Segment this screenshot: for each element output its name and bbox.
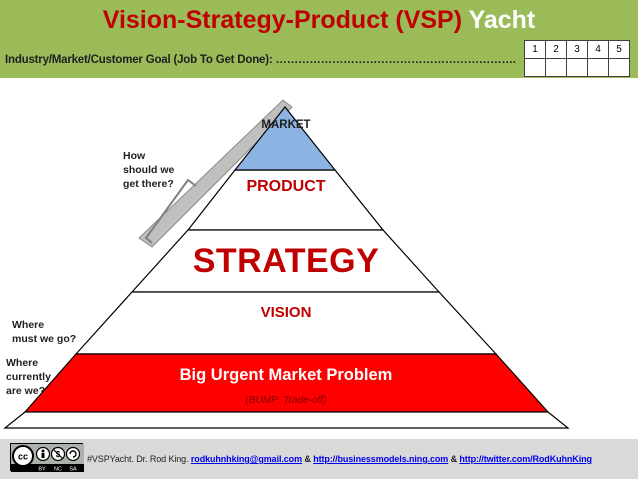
level-base <box>3 411 570 429</box>
page-title: Vision-Strategy-Product (VSP) Yacht <box>0 4 638 36</box>
label-bump: (BUMP: Trade-off) <box>245 395 327 406</box>
footer-bar: cc $ BY NC SA #VSPYacht. Dr. Rod King. r… <box>0 439 638 479</box>
title-suffix: Yacht <box>468 6 536 34</box>
label-market: MARKET <box>261 119 311 131</box>
footer-sep-1: & <box>301 454 314 464</box>
note-where-must: Where must we go? <box>12 319 77 345</box>
footer-sep-2: & <box>448 454 460 464</box>
footer-email-link[interactable]: rodkuhnhking@gmail.com <box>190 454 302 464</box>
note-how: How should we get there? <box>123 150 175 190</box>
note-where-currently: Where currently are we? <box>6 357 51 397</box>
svg-text:cc: cc <box>18 452 28 462</box>
svg-text:SA: SA <box>69 467 77 473</box>
rating-box-5[interactable] <box>608 58 630 77</box>
title-main: Vision-Strategy-Product (VSP) <box>102 6 463 34</box>
label-vision: VISION <box>260 304 312 321</box>
goal-label: Industry/Market/Customer Goal (Job To Ge… <box>5 54 516 66</box>
bracket-shadow <box>138 99 293 248</box>
cc-license-icon[interactable]: cc $ BY NC SA <box>10 443 84 472</box>
level-vision <box>74 291 498 355</box>
label-problem: Big Urgent Market Problem <box>179 366 393 384</box>
footer-site-link[interactable]: http://businessmodels.ning.com <box>313 454 449 464</box>
cc-license-graphic: cc $ BY NC SA <box>11 444 84 472</box>
footer-credits: #VSPYacht. Dr. Rod King. rodkuhnhking@gm… <box>87 454 592 464</box>
label-product: PRODUCT <box>246 178 326 195</box>
rating-scale: 1 2 3 4 5 <box>524 40 630 77</box>
footer-twitter-link[interactable]: http://twitter.com/RodKuhnKing <box>459 454 592 464</box>
bracket-line <box>144 178 197 244</box>
svg-text:BY: BY <box>38 467 46 473</box>
rating-label-5: 5 <box>608 40 630 59</box>
level-market <box>233 106 337 171</box>
header-bar: Vision-Strategy-Product (VSP) Yacht Indu… <box>0 0 638 78</box>
footer-prefix: #VSPYacht. Dr. Rod King. <box>87 454 191 464</box>
svg-text:NC: NC <box>54 467 62 473</box>
label-strategy: STRATEGY <box>192 242 380 280</box>
